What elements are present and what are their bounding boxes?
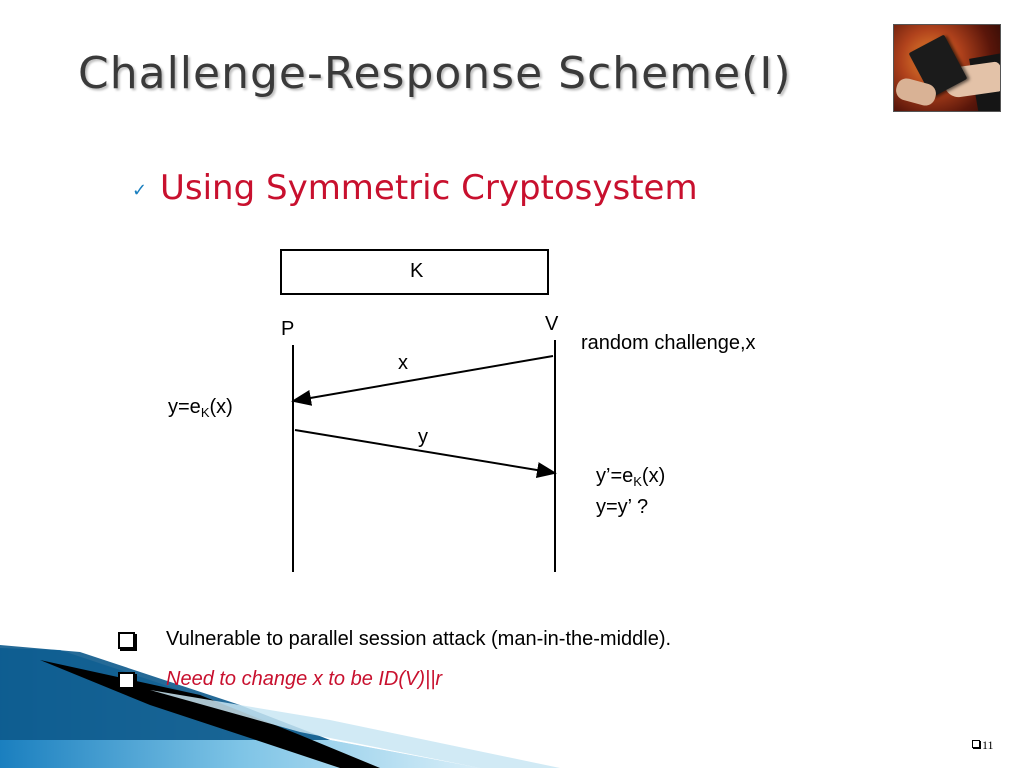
- verifier-check: y=y’ ?: [596, 496, 649, 518]
- prover-label: P: [281, 318, 295, 340]
- square-bullet-icon: [118, 632, 135, 649]
- key-label: K: [410, 260, 424, 282]
- page-number: 11: [972, 738, 994, 753]
- verifier-label: V: [545, 313, 559, 335]
- prover-computation: y=eK(x): [168, 396, 233, 420]
- bullet-text: Need to change x to be ID(V)||r: [166, 668, 443, 690]
- response-message-label: y: [418, 426, 428, 448]
- key-box: [280, 249, 549, 295]
- checkmark-icon: ✓: [132, 180, 148, 201]
- response-arrow: [294, 429, 557, 478]
- slide-title: Challenge-Response Scheme(I): [78, 48, 792, 99]
- bullet-text: Vulnerable to parallel session attack (m…: [166, 628, 672, 650]
- challenge-note: random challenge,x: [581, 332, 756, 354]
- decorative-photo: [893, 24, 1001, 112]
- verifier-computation: y’=eK(x): [596, 465, 666, 489]
- challenge-arrow: [291, 355, 554, 406]
- square-bullet-icon: [118, 672, 135, 689]
- slide-subtitle: Using Symmetric Cryptosystem: [160, 168, 698, 208]
- square-bullet-icon: [972, 740, 980, 748]
- challenge-message-label: x: [398, 352, 408, 374]
